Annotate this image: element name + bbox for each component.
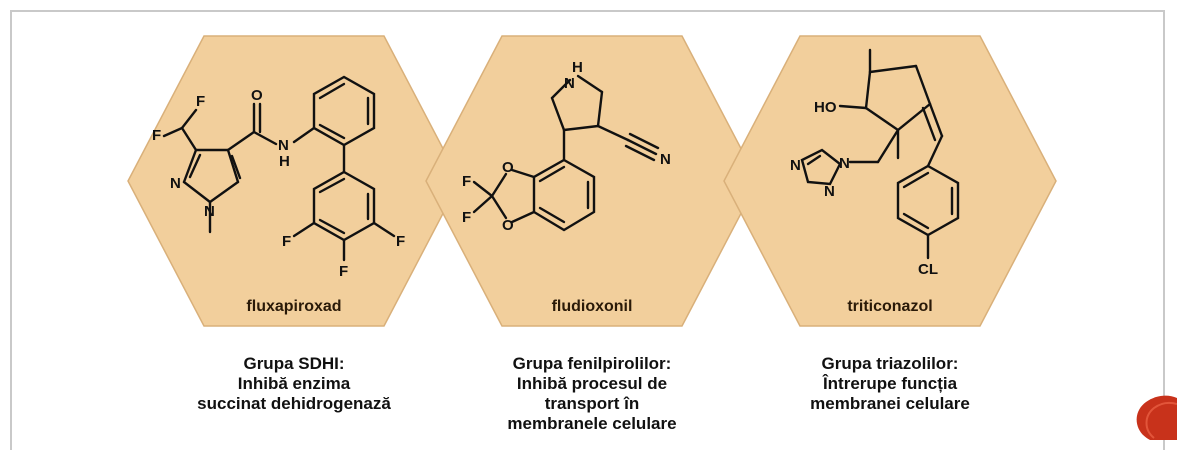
atom-f-2: F (462, 209, 471, 226)
atom-n-nitrile: N (660, 151, 671, 168)
panel-fludioxonil: H N N O O F F fludioxonil Grupa fenilpir… (422, 12, 762, 452)
hexagon-fludioxonil: H N N O O F F (425, 35, 759, 327)
atom-f-2: F (152, 127, 161, 144)
atom-f-4: F (396, 233, 405, 250)
atom-n-pyrazole-2: N (204, 203, 215, 220)
atom-n-pyrazole-1: N (170, 175, 181, 192)
hexagon-fluxapiroxad: F F O N H N N F F F (127, 35, 461, 327)
atom-o: O (251, 87, 263, 104)
atom-f-5: F (339, 263, 348, 280)
atom-cl: CL (918, 261, 938, 278)
caption-line: transport în (544, 394, 640, 413)
caption: Grupa SDHI: Inhibă enzima succinat dehid… (124, 354, 464, 414)
atom-ho: HO (814, 99, 837, 116)
caption: Grupa fenilpirolilor: Inhibă procesul de… (422, 354, 762, 434)
atom-n-amide: N (278, 137, 289, 154)
atom-o-1: O (502, 159, 514, 176)
red-leaf-decoration (1136, 395, 1177, 440)
structure-fludioxonil (472, 74, 660, 232)
panel-fluxapiroxad: F F O N H N N F F F fluxapiroxad Grupa S… (124, 12, 464, 452)
atom-n-triazole-2: N (790, 157, 801, 174)
atom-n-pyrrolidine: N (564, 75, 575, 92)
atom-f-3: F (282, 233, 291, 250)
atom-n-triazole-3: N (824, 183, 835, 200)
compound-name: triticonazol (847, 298, 933, 315)
caption-line: Grupa SDHI: (243, 354, 345, 373)
caption-line: Grupa triazolilor: (821, 354, 959, 373)
compound-name: fluxapiroxad (246, 298, 342, 315)
atom-f-1: F (462, 173, 471, 190)
caption-line: Întrerupe funcția (822, 374, 958, 393)
structure-fluxapiroxad (162, 75, 396, 262)
caption-line: Inhibă enzima (237, 374, 351, 393)
structure-triticonazol (800, 48, 960, 260)
caption-line: succinat dehidrogenază (197, 394, 391, 413)
caption: Grupa triazolilor: Întrerupe funcția mem… (720, 354, 1060, 414)
atom-o-2: O (502, 217, 514, 234)
caption-line: Inhibă procesul de (516, 374, 668, 393)
caption-line: membranei celulare (810, 394, 970, 413)
caption-line: Grupa fenilpirolilor: (512, 354, 672, 373)
caption-line: membranele celulare (507, 414, 677, 433)
atom-n-triazole-1: N (839, 155, 850, 172)
figure-frame: F F O N H N N F F F fluxapiroxad Grupa S… (10, 10, 1165, 450)
atom-f-1: F (196, 93, 205, 110)
hexagon-triticonazol: HO N N N CL (723, 35, 1057, 327)
atom-h: H (572, 59, 583, 76)
atom-h-amide: H (279, 153, 290, 170)
panel-triticonazol: HO N N N CL triticonazol Grupa triazolil… (720, 12, 1060, 452)
compound-name: fludioxonil (551, 298, 633, 315)
